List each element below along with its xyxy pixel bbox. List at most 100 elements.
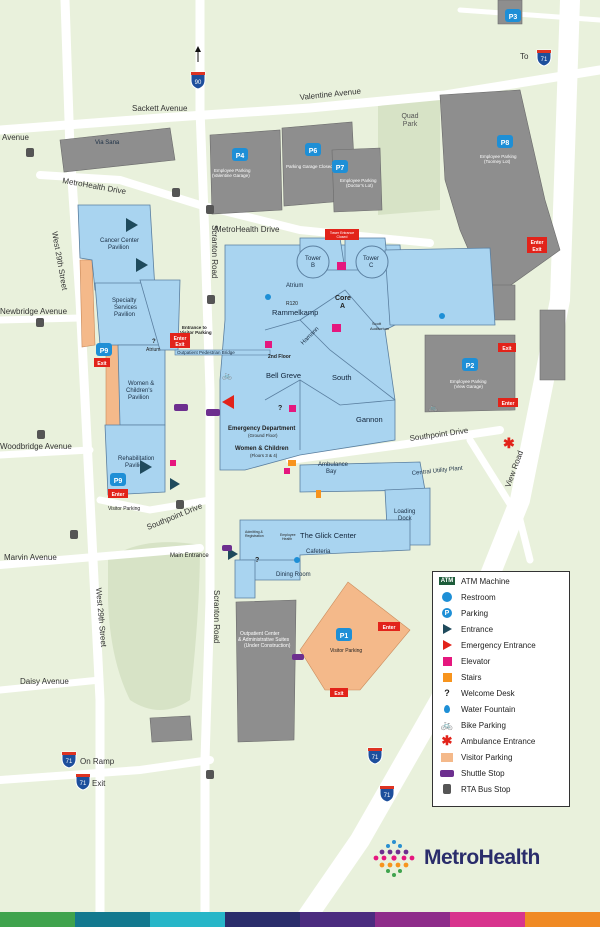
shuttle-stop-marker: [222, 545, 232, 551]
svg-text:71: 71: [541, 57, 548, 63]
bike-parking-icon: 🚲: [440, 719, 454, 731]
road-label-daisy: Daisy Avenue: [20, 677, 69, 686]
label-glick-center: The Glick Center: [300, 531, 357, 540]
stairs-marker: [288, 460, 296, 466]
pedestrian-bridge: [174, 349, 271, 356]
welcome-desk-marker: ?: [152, 339, 156, 345]
shield-i71-top: 71: [536, 49, 552, 67]
road-label-scranton-n: Scranton Road: [210, 225, 219, 278]
park-area: [108, 542, 200, 710]
parking-badge-p7: P7: [332, 160, 348, 173]
gray-building-e2: [539, 309, 566, 381]
west-29th-street: [60, 0, 105, 927]
restroom-icon: [442, 592, 452, 602]
arrow-north-icon: [195, 46, 201, 52]
legend-item-entrance: Entrance: [439, 622, 493, 636]
legend-item-emergency: Emergency Entrance: [439, 638, 536, 652]
elevator-marker: [265, 341, 272, 348]
label-p6: Parking Garage Closed: [286, 164, 333, 169]
atm-icon: ATM: [438, 577, 456, 585]
bottom-bar-segment: [225, 912, 300, 927]
label-p8: Employee Parking(Toomey Lot): [480, 154, 517, 164]
bottom-bar-segment: [0, 912, 75, 927]
label-p9-visitor: Visitor Parking: [108, 506, 140, 512]
shuttle-stop-marker: [206, 409, 220, 416]
label-cafeteria: Cafeteria: [306, 549, 331, 555]
bottom-bar-segment: [450, 912, 525, 927]
label-wc-sub: (Floors 3 & 4): [250, 453, 278, 458]
restroom-marker: [265, 294, 271, 300]
road-label-newbridge: Newbridge Avenue: [0, 307, 68, 316]
building-interior-lines: [264, 289, 396, 450]
east-wing-building: [384, 247, 496, 326]
legend-item-atm: ATM ATM Machine: [438, 574, 510, 588]
label-rammelkamp: Rammelkamp: [272, 308, 318, 317]
shield-i71-d: 71: [75, 773, 91, 791]
shuttle-stop-marker: [292, 654, 304, 660]
label-ed: Emergency Department: [228, 426, 295, 432]
ambulance-entrance-icon: ✱: [441, 733, 453, 748]
label-pedestrian-bridge: Outpatient Pedestrian Bridge: [177, 350, 235, 355]
legend-item-elevator: Elevator: [439, 654, 490, 668]
label-p7: Employee Parking(Doctor's Lot): [340, 178, 377, 188]
entrance-marker: [126, 218, 138, 232]
legend-label: Bike Parking: [461, 720, 506, 730]
legend-item-bus: RTA Bus Stop: [439, 782, 511, 796]
svg-text:P8: P8: [501, 140, 510, 147]
svg-text:Exit: Exit: [334, 691, 344, 697]
gray-building-sw: [149, 715, 193, 743]
legend-item-shuttle: Shuttle Stop: [439, 766, 505, 780]
parking-badge-p9b: P9: [110, 473, 126, 486]
label-admitting: Admitting &Registration: [245, 530, 264, 538]
legend-label: Stairs: [461, 672, 482, 682]
map-legend: ATM ATM Machine Restroom P Parking Entra…: [432, 571, 570, 807]
shield-i90: 90: [190, 71, 206, 90]
quad-park-area: [378, 98, 440, 215]
elevator-marker: [284, 468, 290, 474]
via-sana-building: [59, 127, 176, 173]
shuttle-stop-icon: [440, 769, 454, 777]
road-label-metrohealth-drive-n: MetroHealth Drive: [215, 225, 280, 234]
road-label-scranton-s: Scranton Road: [212, 590, 221, 643]
tower-c-circle: [355, 245, 389, 279]
elevator-marker: [170, 460, 176, 466]
emergency-entrance-marker: [222, 395, 234, 409]
svg-text:Exit: Exit: [502, 346, 512, 352]
bottom-color-bar: [0, 912, 600, 927]
bike-parking-marker: 🚲: [222, 371, 232, 380]
legend-label: Shuttle Stop: [461, 768, 505, 778]
svg-text:P7: P7: [336, 165, 345, 172]
bottom-bar-segment: [150, 912, 225, 927]
tower-b-circle: [296, 245, 330, 279]
elevator-marker: [337, 262, 346, 270]
label-bell-greve: Bell Greve: [266, 371, 301, 380]
shuttle-stop-marker: [174, 404, 188, 411]
shield-i71-c: 71: [61, 751, 77, 769]
legend-label: RTA Bus Stop: [461, 784, 511, 794]
label-main-entrance: Main Entrance: [170, 553, 209, 559]
parking-badge-p8: P8: [497, 135, 513, 148]
label-outpatient: Outpatient Center& Administrative Suites…: [238, 631, 291, 649]
parking-badge-p2: P2: [462, 358, 478, 371]
entrance-marker: [140, 460, 152, 474]
brand-name: MetroHealth: [424, 846, 540, 869]
legend-item-welcome: ? Welcome Desk: [439, 686, 514, 700]
svg-text:71: 71: [372, 755, 379, 761]
svg-text:71: 71: [66, 759, 73, 765]
svg-text:Exit: Exit: [97, 361, 107, 367]
label-atrium: Atrium: [286, 283, 303, 289]
label-wc: Women & Children: [235, 446, 289, 452]
emergency-entrance-icon: [442, 640, 452, 650]
bike-parking-marker: 🚲: [428, 403, 438, 412]
legend-label: Visitor Parking: [461, 752, 513, 762]
elevator-marker: [332, 324, 341, 332]
